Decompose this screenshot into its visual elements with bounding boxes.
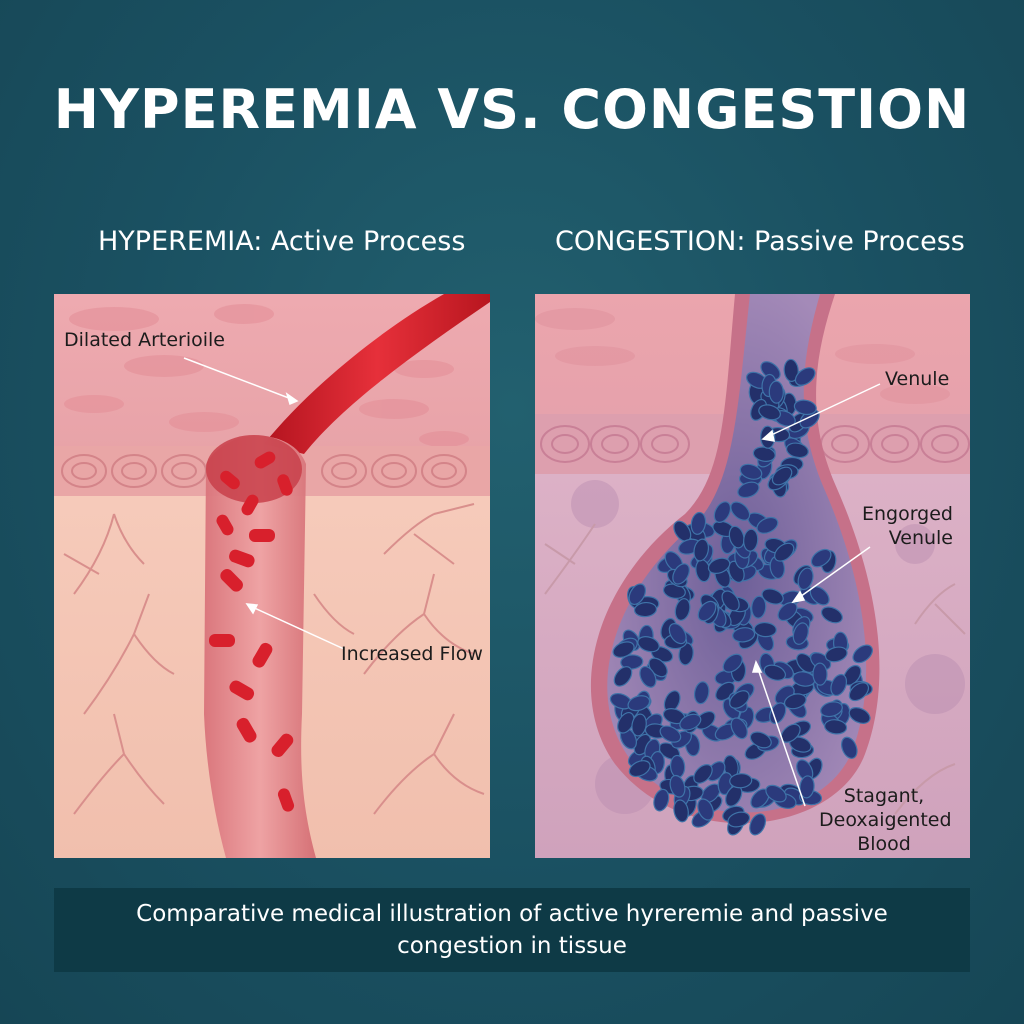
increased-flow-label: Increased Flow [341,643,483,665]
rbc-cell [727,811,751,828]
stagnant-line1: Stagant, [843,785,925,807]
rbc-cell [690,511,707,535]
rbc-cell [792,622,809,645]
rbc-cell [820,606,843,624]
congestion-illustration: Venule Engorged Venule Stagant, Deoxaige… [535,294,970,858]
rbc-cell [824,646,848,663]
rbc-cell [743,528,759,552]
rbc-cell [728,525,745,549]
rbc-cell [749,813,767,836]
rbc-cell [794,367,816,386]
congestion-heading: CONGESTION: Passive Process [555,226,965,257]
rbc-cell [627,695,651,712]
stagnant-line2: Deoxaigented [819,809,952,831]
rbc-cell [659,725,682,743]
venule-label: Venule [885,368,950,390]
rbc-cell [753,621,777,638]
hyperemia-illustration: Dilated Arterioile Increased Flow [54,294,490,858]
rbc-cell [674,598,691,621]
engorged-venule-line2: Venule [888,527,953,549]
rbc-cell [713,501,732,523]
hyperemia-heading: HYPEREMIA: Active Process [98,226,466,257]
hyperemia-svg [54,294,490,858]
caption-box: Comparative medical illustration of acti… [54,888,970,972]
rbc-cell [679,713,702,731]
rbc-cell [697,798,714,821]
rbc-cell [848,682,870,702]
rbc-cell [758,404,781,421]
rbc-cell [707,557,731,574]
rbc-cell [765,784,787,803]
rbc-cell [721,590,740,612]
page-title: HYPEREMIA VS. CONGESTION [53,78,971,141]
rbc-cell [678,642,694,666]
rbc-cell [672,563,690,585]
rbc-cell [783,358,799,382]
rbc-cell [669,774,686,798]
stagnant-line3: Blood [857,833,911,855]
rbc-cell [693,681,710,705]
rbc-cell [653,788,670,812]
rbc-cell [810,548,832,568]
rbc-cell [729,773,753,789]
rbc-cell [628,760,651,778]
rbc-cell [830,673,848,697]
dilated-arteriole-label: Dilated Arterioile [64,329,225,351]
stagnant-blood-label: Stagant, Deoxaigented Blood [819,784,952,856]
rbc-cell [751,595,767,619]
rbc-cell [730,501,751,521]
rbc-cell [761,588,784,605]
rbc-cell [763,664,787,681]
rbc-cell [729,690,750,709]
deoxygenated-rbc-cluster [609,358,873,836]
rbc-cell [628,583,647,606]
rbc-cell [749,731,772,749]
rbc-cell [768,380,784,404]
rbc-cell [697,600,717,622]
rbc-cell [812,662,828,686]
rbc-cell [797,567,814,591]
rbc-cell [631,713,647,737]
rbc-cell [732,627,756,643]
caption-text: Comparative medical illustration of acti… [136,901,888,959]
rbc-cell [785,442,809,459]
rbc-cell [730,717,748,740]
rbc-cell [637,636,660,653]
rbc-cell [824,719,848,735]
rbc-cell [841,736,858,759]
engorged-venule-label: Engorged Venule [855,502,953,550]
rbc-cell [799,775,815,799]
rbc-cell [756,516,779,534]
engorged-venule-line1: Engorged [861,503,953,525]
rbc-cell [693,764,713,784]
rbc-cell [633,601,658,618]
rbc-cell [673,799,689,823]
rbc-cell [852,644,873,664]
congestion-svg [535,294,970,858]
rbc-cell [771,466,793,486]
rbc-cell [774,542,795,562]
rbc-cell [848,707,871,724]
rbc-cell [739,463,763,480]
rbc-cell [668,623,687,645]
rbc-cell [639,665,657,688]
rbc-cell [820,701,843,718]
rbc-cell [722,653,743,673]
rbc-cell [620,654,644,670]
rbc-cell [612,641,635,658]
rbc-cell [693,538,710,562]
rbc-cell [793,399,817,416]
rbc-cell [613,666,633,687]
rbc-cell [777,601,798,622]
rbc-cell [737,481,760,499]
